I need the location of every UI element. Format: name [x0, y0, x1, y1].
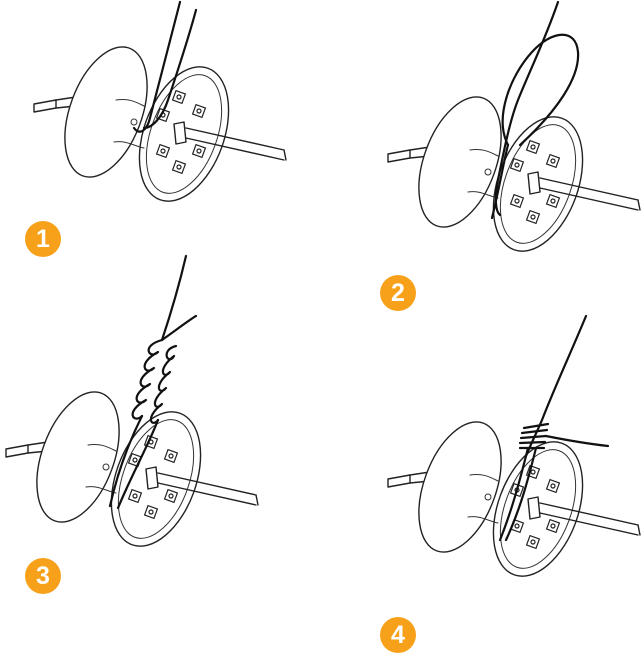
- fishing-line: [162, 256, 186, 340]
- step-1-panel: [34, 2, 286, 213]
- step-badge-1: 1: [25, 221, 61, 257]
- step-badge-3: 3: [25, 558, 61, 594]
- step-badge-4: 4: [380, 617, 416, 653]
- step-number-2: 2: [391, 279, 405, 307]
- step-badge-2: 2: [380, 275, 416, 311]
- step-2-panel: [388, 2, 640, 263]
- step-number-1: 1: [36, 225, 50, 253]
- step-number-4: 4: [391, 621, 405, 649]
- step-3-panel: [6, 256, 258, 558]
- fishing-line: [526, 316, 586, 456]
- reel-illustration: [6, 381, 258, 559]
- step-4-panel: [388, 316, 640, 588]
- reel-illustration: [34, 36, 286, 214]
- step-number-3: 3: [36, 562, 50, 590]
